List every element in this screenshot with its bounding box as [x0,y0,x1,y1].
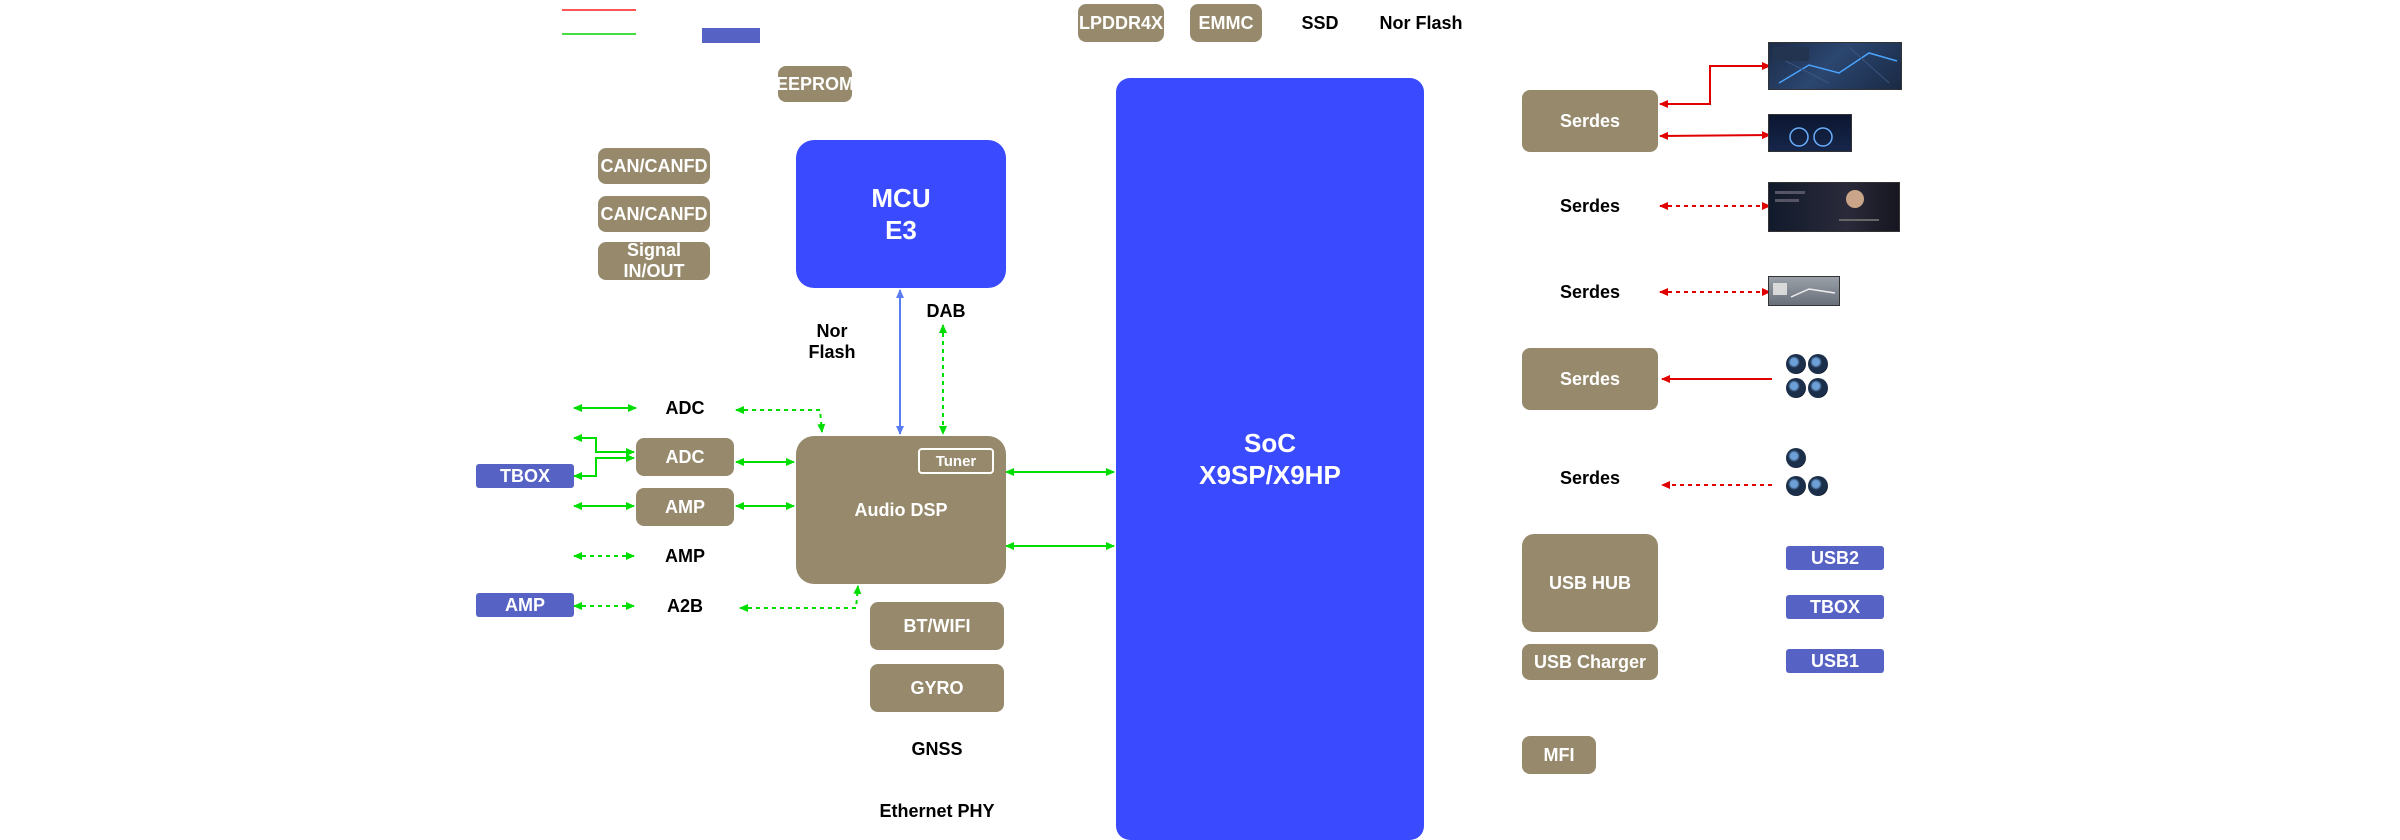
amp-tag-left: AMP [476,593,574,617]
signal-io-box: Signal IN/OUT [598,240,710,281]
gyro-label: GYRO [910,677,964,698]
camera-view-icon [1773,283,1836,298]
serdes-box-4: Serdes [1522,348,1658,410]
can-label-2: CAN/CANFD [600,203,708,224]
display-thumbnail-1 [1768,42,1902,90]
eeprom-box: EEPROM [776,66,855,102]
adc-box-label: ADC [665,446,705,467]
mfi-label: MFI [1543,744,1575,765]
camera-icon [1786,448,1806,468]
ethernet-phy-label: Ethernet PHY [879,800,995,821]
adc-text-dsp-link [735,406,826,433]
tbox-tag-right: TBOX [1786,595,1884,619]
emmc-box: EMMC [1190,4,1262,42]
map-icon [1773,46,1898,84]
nor-flash-top-label: Nor Flash [1379,12,1463,33]
serdes-box-1: Serdes [1522,90,1658,152]
camera-icon [1786,476,1806,496]
soc-title: SoC [1244,427,1296,458]
mcu-model: E3 [885,215,917,245]
camera-icon [1786,354,1806,374]
serdes-label-1: Serdes [1559,110,1621,131]
eeprom-label: EEPROM [776,73,855,94]
mfi-box: MFI [1522,736,1596,774]
legend-swatch [702,28,760,43]
camera-icon [1786,378,1806,398]
a2b-label: A2B [666,595,703,616]
signal-io-label: Signal IN/OUT [623,240,685,281]
a2b-dsp-link [739,585,862,612]
serdes-label-2: Serdes [1559,195,1621,216]
ssd-label: SSD [1301,12,1339,33]
gnss-label: GNSS [911,738,963,759]
serdes1-display2-link [1659,131,1771,140]
display-thumbnail-4 [1768,276,1840,306]
mcu-block: MCU E3 [796,140,1006,288]
adc-box: ADC [636,438,734,476]
lpddr-label: LPDDR4X [1078,12,1163,33]
mcu-title: MCU [871,182,931,213]
tuner-box: Tuner [918,448,994,474]
btwifi-label: BT/WIFI [903,615,971,636]
usb-charger-box: USB Charger [1522,644,1658,680]
tbox-tag-left: TBOX [476,464,574,488]
can-box-1: CAN/CANFD [598,148,710,184]
camera-icon [1808,354,1828,374]
can-label-1: CAN/CANFD [600,155,708,176]
audio-dsp-label: Audio DSP [854,499,948,520]
tbox-tag-right-label: TBOX [1809,596,1860,617]
usb-hub-label: USB HUB [1548,572,1631,593]
usb1-tag: USB1 [1786,649,1884,673]
can-box-2: CAN/CANFD [598,196,710,232]
nor-flash-label: Nor Flash [808,321,856,362]
soc-block: SoC X9SP/X9HP [1116,78,1424,840]
cluster-icon [1789,127,1833,147]
btwifi-box: BT/WIFI [870,602,1004,650]
emmc-label: EMMC [1198,12,1254,33]
serdes-label-5: Serdes [1559,467,1621,488]
tbox-adc-link-2 [573,454,635,480]
amp-box-label: AMP [665,496,705,517]
amp-box: AMP [636,488,734,526]
soc-model: X9SP/X9HP [1199,460,1341,490]
usb-hub-box: USB HUB [1522,534,1658,632]
serdes1-display1-link [1659,62,1771,108]
tbox-adc-link [573,434,635,456]
usb2-tag: USB2 [1786,546,1884,570]
adc-text-label: ADC [665,397,705,418]
usb-charger-label: USB Charger [1533,651,1647,672]
dab-label: DAB [926,300,966,321]
amp-tag-left-label: AMP [505,594,545,615]
tbox-tag-left-label: TBOX [499,465,550,486]
serdes-label-4: Serdes [1559,368,1621,389]
media-player-icon [1775,190,1879,221]
camera-icon [1808,476,1828,496]
tuner-label: Tuner [935,452,977,470]
serdes-label-3: Serdes [1559,281,1621,302]
camera-icon [1808,378,1828,398]
usb1-label: USB1 [1810,650,1859,671]
display-thumbnail-2 [1768,114,1852,152]
gyro-box: GYRO [870,664,1004,712]
amp-text-label: AMP [665,545,705,566]
display-thumbnail-3 [1768,182,1900,232]
usb2-label: USB2 [1810,547,1859,568]
lpddr-box: LPDDR4X [1078,4,1164,42]
